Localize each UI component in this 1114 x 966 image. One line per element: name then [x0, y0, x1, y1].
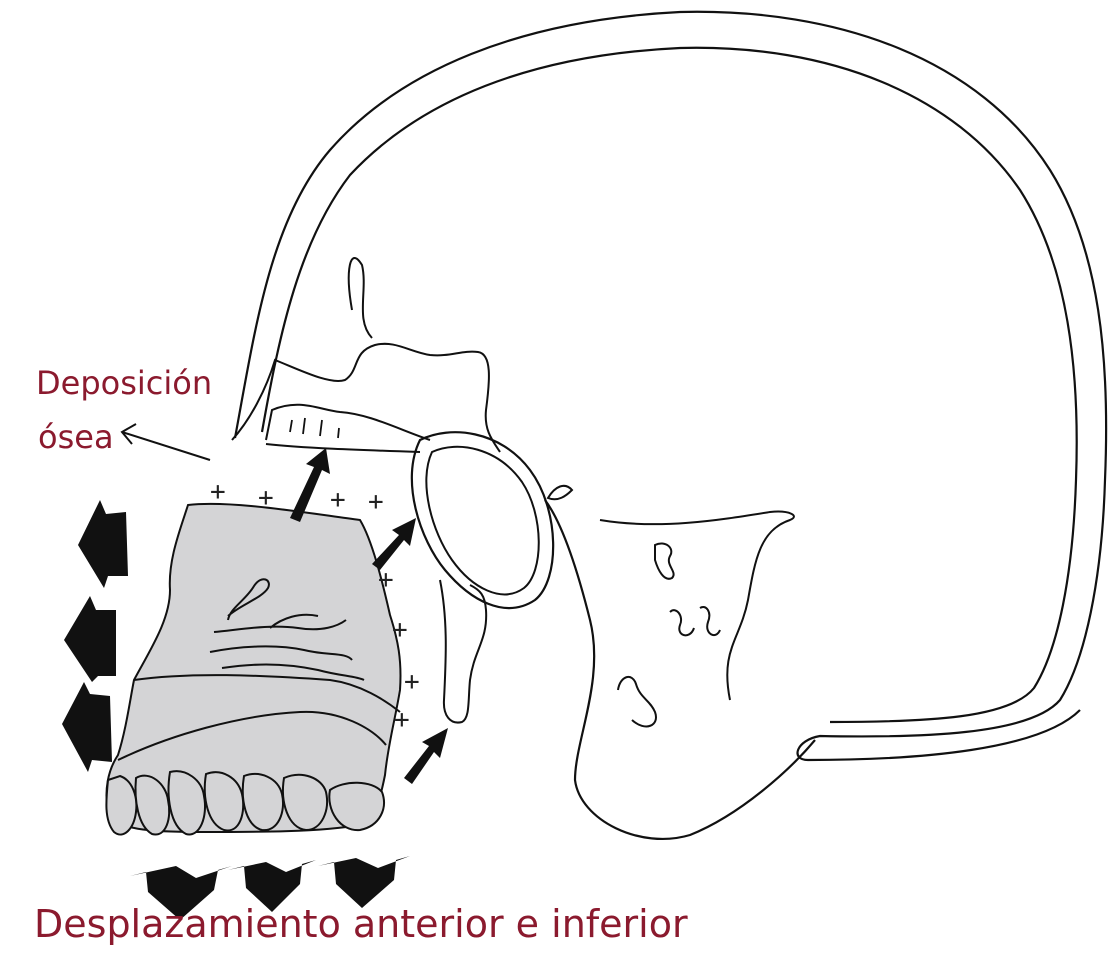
condyle-inner [426, 447, 538, 595]
deposition-label-line2: ósea [38, 418, 114, 456]
sphenoid-spike [548, 486, 572, 499]
displacement-caption: Desplazamiento anterior e inferior [34, 902, 688, 946]
skull-base [545, 500, 815, 839]
plus-sign: + [392, 615, 408, 645]
arrow-left-2 [64, 596, 116, 682]
plus-sign: + [258, 483, 274, 513]
styloid-mark [618, 677, 656, 727]
ear-canal-mark [655, 543, 674, 578]
arrow-upright-3 [404, 728, 448, 784]
plus-sign: + [394, 705, 410, 735]
plus-sign: + [330, 485, 346, 515]
plus-sign: + [368, 487, 384, 517]
plus-sign: + [404, 667, 420, 697]
arrow-left-1 [78, 500, 128, 588]
tooth [106, 776, 136, 835]
orbit-inner [266, 405, 430, 440]
anterior-arrows [62, 500, 128, 772]
orbit-outline [232, 344, 500, 452]
arrow-upright-2 [372, 518, 416, 570]
pterygoid-process [440, 580, 486, 723]
nasal-line [266, 444, 420, 452]
deposition-label-line1: Deposición [36, 364, 212, 402]
frontal-curve [349, 258, 372, 338]
arrow-down-3 [318, 856, 410, 908]
arrow-upright-1 [290, 448, 330, 522]
arrow-left-3 [62, 682, 112, 772]
foramen-marks [670, 607, 720, 635]
plus-sign: + [210, 477, 226, 507]
deposition-arrow [122, 424, 210, 460]
mastoid-inner [600, 512, 794, 700]
ethmoid-lines [290, 418, 339, 438]
